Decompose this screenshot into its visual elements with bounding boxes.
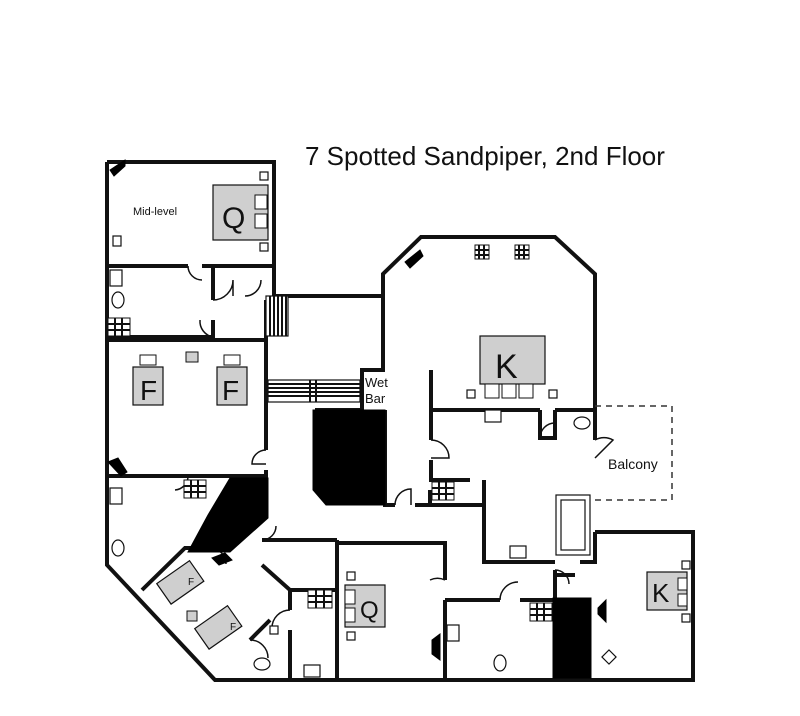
bed-right-king: K [646,560,691,623]
fixtures [107,159,617,678]
bed-bunk-upper: F [155,559,205,605]
bed-letter-bunk-upper: F [188,577,194,588]
bar-label: Bar [365,391,386,406]
bed-letter-full-right: F [222,375,239,406]
closet-block [552,597,592,679]
wall-midlevel-outer [107,160,276,296]
bed-letter-bunk-lower: F [230,622,236,633]
balcony: Balcony [595,405,673,501]
bed-full-left: F [132,354,164,406]
balcony-label: Balcony [608,456,658,472]
shower-tiles [107,317,553,622]
bed-full-right: F [216,354,248,406]
nightstand [185,351,199,363]
stairs-upper [265,295,289,337]
plan-title: 7 Spotted Sandpiper, 2nd Floor [305,141,665,171]
bed-letter-mid-level-queen: Q [222,202,245,235]
bed-bunk-lower: F [193,604,243,650]
doors [174,265,615,659]
wall-bottom-outer [250,530,695,682]
mid-level-label: Mid-level [133,206,177,218]
stairs-middle [267,379,361,403]
bed-letter-center-queen: Q [360,597,379,624]
bed-letter-master-king: K [495,348,518,386]
wet-label: Wet [365,375,388,390]
solid-areas [187,409,592,679]
bed-letter-right-king: K [652,578,670,608]
bed-letter-full-left: F [140,375,157,406]
bed-master-king: K [466,335,558,399]
bed-center-queen: Q [344,571,386,641]
stairwell-block-left [187,477,269,553]
wall-left-outer [105,162,250,682]
stairwell-block [312,409,386,506]
bed-mid-level-queen: Q [212,171,269,252]
